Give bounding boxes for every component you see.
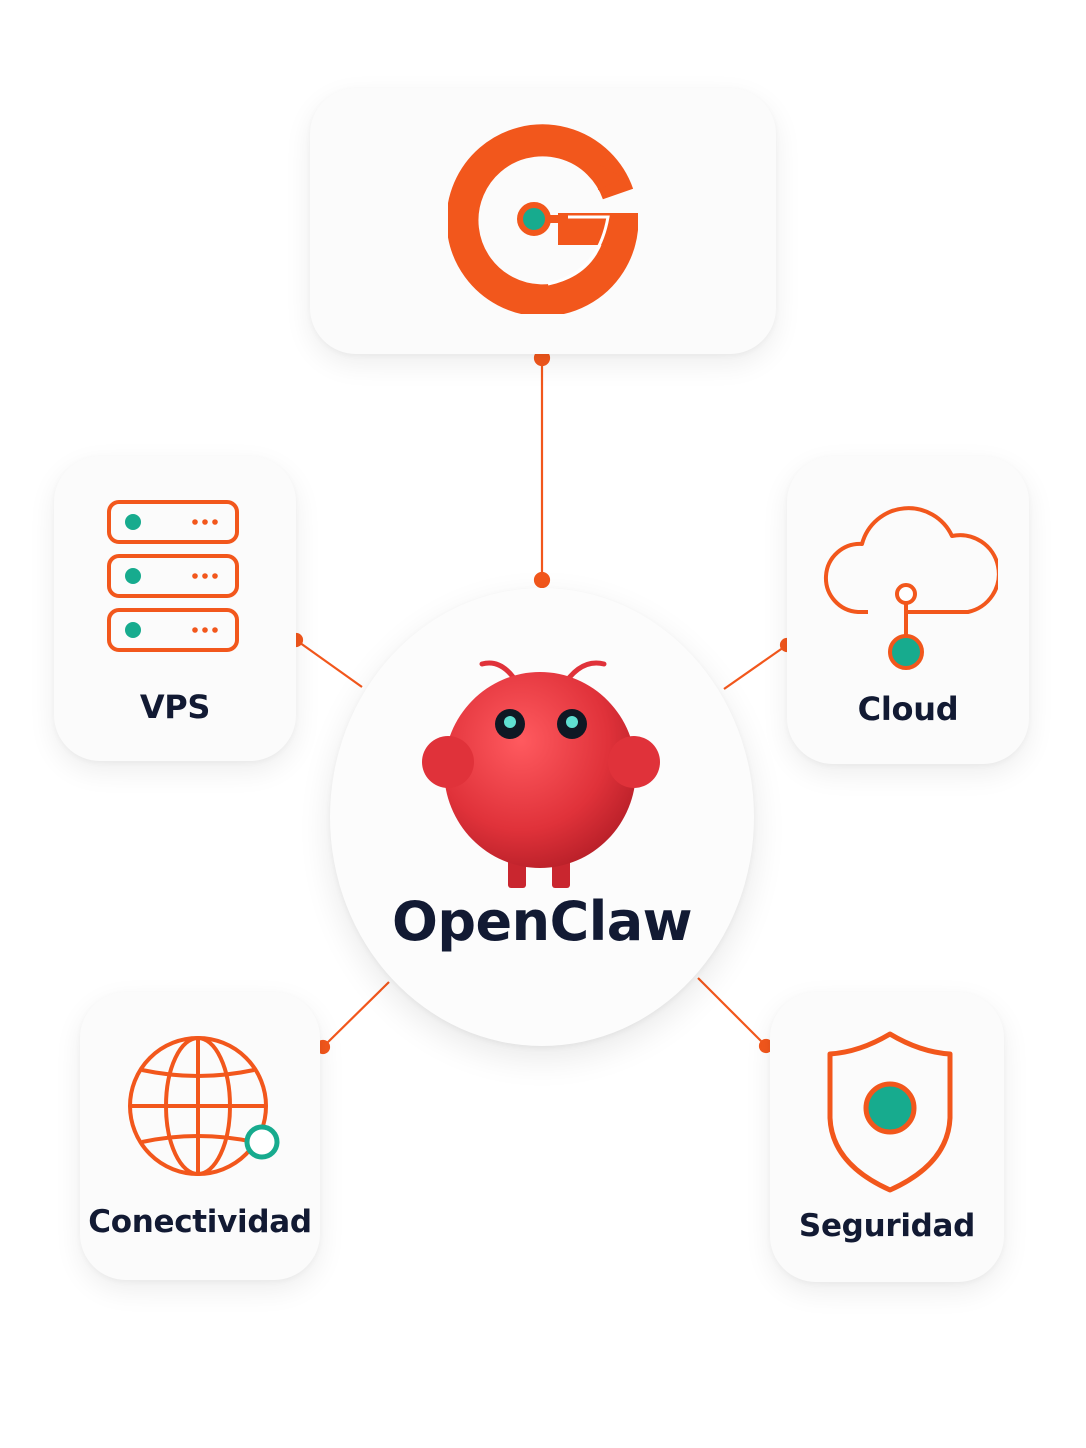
connector-connectivity [322, 981, 390, 1048]
cloud-card[interactable]: Cloud [787, 456, 1029, 764]
shield-icon [827, 1031, 953, 1193]
cloud-icon [823, 506, 998, 670]
connector-dot-brand-bottom [533, 571, 551, 589]
security-card[interactable]: Seguridad [770, 992, 1004, 1282]
connector-security [697, 977, 767, 1047]
brand-logo-icon [448, 124, 638, 314]
security-label: Seguridad [798, 1208, 976, 1244]
vps-card[interactable]: VPS [54, 456, 296, 761]
connector-cloud [723, 644, 788, 690]
connectivity-card[interactable]: Conectividad [80, 992, 320, 1280]
server-stack-icon [107, 500, 239, 652]
globe-icon [128, 1036, 280, 1176]
vps-label: VPS [139, 688, 211, 726]
brand-card[interactable] [310, 88, 776, 354]
red-mascot-icon [422, 660, 660, 888]
cloud-label: Cloud [857, 690, 959, 728]
hub-title: OpenClaw [391, 890, 693, 953]
connector-vps [295, 639, 363, 688]
openclaw-hub[interactable]: OpenClaw [330, 588, 754, 1046]
connectivity-label: Conectividad [88, 1204, 312, 1240]
